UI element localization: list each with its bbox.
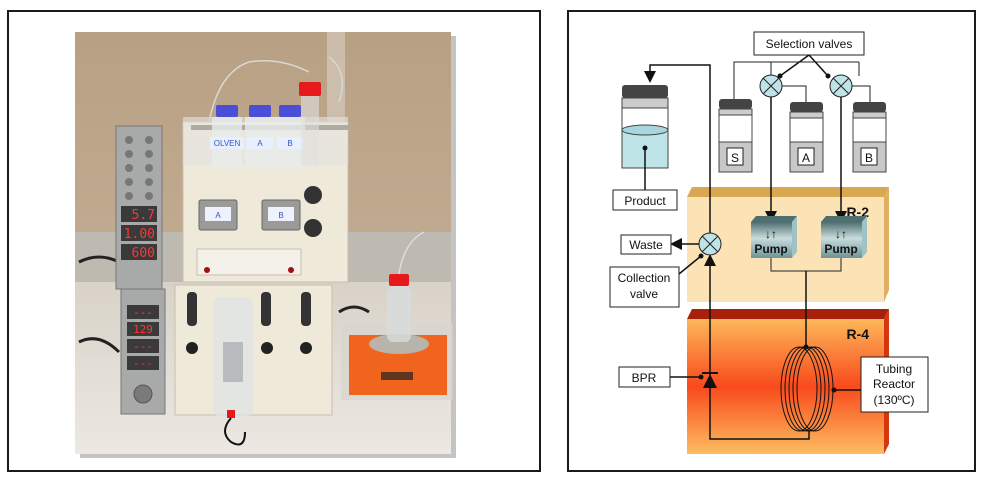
indicator-light [288,267,294,273]
pointer-line [779,54,810,77]
valve-knob [304,186,322,204]
reagent-bottle-a: A [789,102,824,173]
lower-control-panel: --- 129 --- --- [120,288,166,415]
red-connector [227,410,235,418]
product-label: Product [624,194,666,208]
reactor-slot [187,292,197,326]
bottle-label-s: S [731,151,739,165]
tubing-reactor-label-1: Tubing [876,362,912,376]
display-readout-2: 1.00 [124,227,155,242]
pump-label-b: B [278,211,283,220]
tubing-reactor-label-box [860,356,929,413]
flow-schematic: R-2 R-4 Selection valves [609,31,929,454]
bottle-glass [301,96,319,166]
bottle-label-b: B [865,151,873,165]
mixer-block [196,248,302,276]
bottle-label-solvent: OLVEN [214,139,241,148]
pointer-dot [777,73,783,79]
reagent-bottle-solvent: OLVEN [210,105,244,167]
selection-valve-1 [759,74,783,98]
tubing-reactor-label-2: Reactor [873,377,915,391]
flow-line-return [704,254,810,440]
reactor-slot [301,292,311,326]
schematic-panel: R-2 R-4 Selection valves [567,10,976,472]
bottle-label-a: A [257,139,263,148]
tubing [328,56,344,103]
hotplate-stirrer [341,231,453,400]
pointer-dot [831,387,837,393]
collection-valve-label-2: valve [630,287,658,301]
pointer-line [678,255,702,275]
reagent-bottle-b: B [275,105,305,167]
pump-1: ↓↑ Pump [751,216,797,258]
photo-panel: OLVEN A B A B [7,10,541,472]
display-readout-1: 5.7 [132,208,155,223]
knob [186,342,198,354]
reagent-bottle-s: S [718,99,753,173]
waste-label-box [620,234,672,255]
collection-valve-label-box [609,266,680,308]
bpr-label: BPR [632,371,657,385]
flow-system-photo: OLVEN A B A B [75,32,456,458]
pump-arrows-icon: ↓↑ [835,227,847,241]
pump-a: A [198,199,238,231]
tubing-reactor-label-3: (130ºC) [873,393,914,407]
temp-readout-2: 129 [133,323,153,336]
r4-label: R-4 [846,326,869,342]
temp-readout-4: --- [133,357,153,370]
indicator-light [204,267,210,273]
pointer-dot [698,374,704,380]
reagent-bottle-b: B [852,102,887,173]
knob [261,342,273,354]
r4-module: R-4 [687,309,889,454]
reactor-slot [261,292,271,326]
temp-readout-1: --- [133,306,153,319]
product-label-box [612,189,678,211]
waste-label: Waste [629,238,663,252]
upper-control-panel: 5.7 1.00 600 [115,125,163,290]
tubing [224,417,246,446]
reagent-bottle-a: A [245,105,275,167]
pointer-line [808,54,829,77]
red-cap-bottle [299,82,321,96]
flow-line-to-product [644,64,711,244]
collection-valve [698,232,722,256]
selection-valves-label: Selection valves [766,37,853,51]
bpr-icon [702,372,718,388]
tubing [208,60,310,123]
junction-dot [803,344,809,350]
valve-knob [304,219,322,237]
pump-label-1: Pump [754,242,787,256]
pointer-dot [698,253,704,259]
temp-readout-3: --- [133,340,153,353]
pump-b: B [261,199,301,231]
knob [300,342,312,354]
pump-arrows-icon: ↓↑ [765,227,777,241]
display-readout-3: 600 [132,246,155,261]
selection-valve-2 [829,74,853,98]
column [223,342,243,382]
collection-valve-label-1: Collection [618,271,671,285]
bottle-label-b: B [287,139,292,148]
tube-a [782,85,807,102]
product-bottle [621,85,669,190]
pump-2: ↓↑ Pump [821,216,867,258]
pointer-dot [825,73,831,79]
pump-label-2: Pump [824,242,857,256]
cable [78,337,121,354]
pump-label-a: A [215,211,221,220]
control-dial [133,384,153,404]
bottle-label-a: A [802,151,810,165]
tube-b [852,85,871,102]
cable [338,305,370,314]
